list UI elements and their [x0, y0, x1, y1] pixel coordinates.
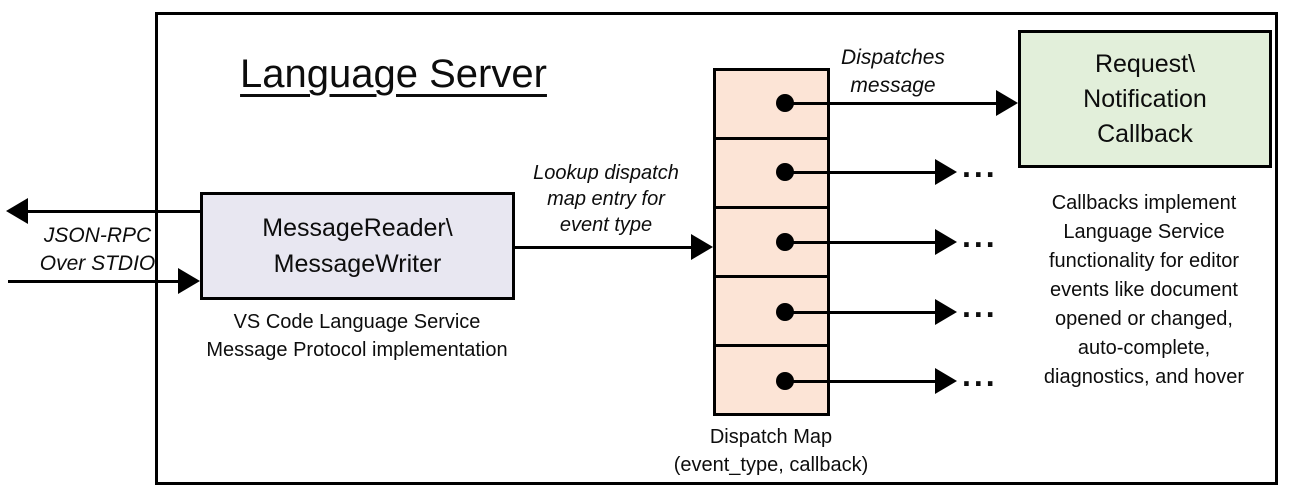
callback-box-line1: Request\ — [1094, 49, 1196, 78]
stdio-in-arrowhead-icon — [178, 268, 200, 294]
dispatch-arrow-2-line — [785, 171, 937, 174]
callback-ellipsis: ... — [962, 218, 998, 254]
dispatch-arrow-5-line — [785, 380, 937, 383]
callbacks-note-line4: events like document — [1050, 279, 1238, 301]
callback-box-line2: Notification — [1083, 84, 1207, 113]
callbacks-note-line1: Callbacks implement — [1051, 192, 1237, 214]
stdio-out-arrow-line — [26, 210, 200, 213]
reader-box-line2: MessageWriter — [273, 250, 442, 278]
lookup-label-line2: map entry for — [547, 188, 665, 210]
stdio-in-arrow-line — [8, 280, 180, 283]
dispatch-entry-dot — [776, 303, 794, 321]
dispatch-entry-dot — [776, 163, 794, 181]
callbacks-note: Callbacks implement Language Service fun… — [1012, 189, 1276, 392]
stdio-label: JSON-RPC Over STDIO — [15, 222, 180, 278]
callback-ellipsis: ... — [962, 288, 998, 324]
callbacks-note-line7: diagnostics, and hover — [1043, 366, 1245, 388]
callback-box-line3: Callback — [1097, 119, 1193, 148]
diagram-title: Language Server — [240, 52, 547, 96]
stdio-label-line2: Over STDIO — [39, 252, 156, 275]
stdio-out-arrowhead-icon — [6, 198, 28, 224]
callbacks-note-line2: Language Service — [1063, 221, 1225, 243]
dispatches-label-line1: Dispatches — [841, 46, 945, 69]
lookup-arrow-line — [515, 246, 693, 249]
dispatches-label: Dispatches message — [833, 44, 953, 100]
lookup-label-line3: event type — [559, 214, 653, 236]
dispatch-entry-dot — [776, 94, 794, 112]
request-notification-callback-box: Request\ Notification Callback — [1018, 30, 1272, 168]
dispatch-arrow-2-head-icon — [935, 159, 957, 185]
dispatch-arrow-3-head-icon — [935, 229, 957, 255]
dispatch-arrow-5-head-icon — [935, 368, 957, 394]
dispatch-arrow-1-head-icon — [996, 90, 1018, 116]
dispatch-arrow-3-line — [785, 241, 937, 244]
dispatch-map-cell — [716, 206, 827, 275]
stdio-label-line1: JSON-RPC — [43, 224, 152, 247]
dispatch-arrow-4-head-icon — [935, 299, 957, 325]
callbacks-note-line5: opened or changed, — [1055, 308, 1233, 330]
dispatch-map-caption: Dispatch Map (event_type, callback) — [640, 423, 902, 479]
lookup-arrowhead-icon — [691, 234, 713, 260]
reader-caption: VS Code Language Service Message Protoco… — [187, 308, 527, 364]
message-reader-writer-box: MessageReader\ MessageWriter — [200, 192, 515, 300]
lookup-label: Lookup dispatch map entry for event type — [516, 160, 696, 238]
dispatch-map-cell — [716, 344, 827, 413]
dispatch-arrow-4-line — [785, 311, 937, 314]
callback-ellipsis: ... — [962, 357, 998, 393]
reader-caption-line1: VS Code Language Service — [233, 311, 481, 333]
dispatch-arrow-1-line — [785, 102, 998, 105]
dispatch-entry-dot — [776, 233, 794, 251]
callbacks-note-line6: auto-complete, — [1077, 337, 1211, 359]
callbacks-note-line3: functionality for editor — [1048, 250, 1240, 272]
dispatch-map-caption-line2: (event_type, callback) — [673, 454, 869, 476]
dispatches-label-line2: message — [850, 74, 936, 97]
dispatch-entry-dot — [776, 372, 794, 390]
lookup-label-line1: Lookup dispatch — [533, 162, 679, 184]
dispatch-map-caption-line1: Dispatch Map — [709, 426, 833, 448]
callback-ellipsis: ... — [962, 148, 998, 184]
reader-box-line1: MessageReader\ — [262, 214, 453, 242]
reader-caption-line2: Message Protocol implementation — [206, 339, 508, 361]
dispatch-map-cell — [716, 275, 827, 344]
